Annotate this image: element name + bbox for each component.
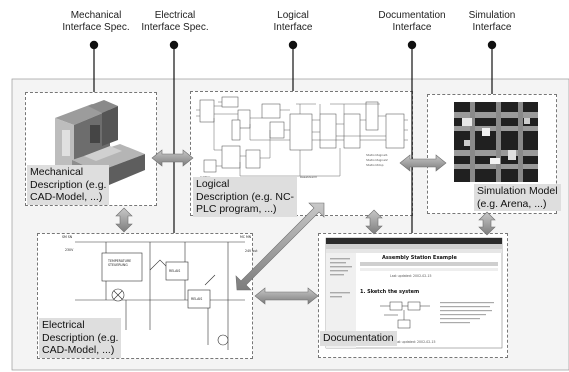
electrical-tiny-text: TEMPERATURE STEUERUNG RELAIS RELAIS SM S… (62, 235, 258, 301)
mechanical-description-label: Mechanical Description (e.g. CAD-Model, … (27, 165, 110, 205)
relay-block-2 (187, 289, 211, 309)
simulation-interface-dot (487, 40, 497, 50)
plc-block-diagram (199, 96, 405, 173)
connection-arrows (115, 149, 496, 305)
svg-text:StationSignal1: StationSignal1 (366, 153, 388, 157)
svg-text:ResetAlarm: ResetAlarm (300, 175, 317, 179)
simulation-interface-label: Simulation Interface (468, 10, 516, 33)
arrow-mech-electrical (115, 207, 133, 233)
electrical-description-label: Electrical Description (e.g. CAD-Model, … (39, 318, 122, 358)
doc-updated-top: Last updated: 2002-02-15 (390, 274, 432, 278)
svg-text:RELAIS: RELAIS (169, 269, 180, 273)
svg-text:24V out: 24V out (245, 249, 258, 253)
arrow-mech-logical (151, 149, 194, 167)
logical-interface-label: Logical Interface (273, 10, 313, 33)
arrow-logical-simulation (399, 154, 447, 172)
arrow-electrical-logical-diagonal (235, 202, 325, 291)
mechanical-interface-dot (89, 40, 99, 50)
svg-text:230V: 230V (65, 248, 74, 252)
svg-text:RELAIS: RELAIS (191, 297, 202, 301)
svg-text:StationSignal2: StationSignal2 (366, 158, 388, 162)
documentation-interface-dot (407, 40, 417, 50)
documentation-interface-label: Documentation Interface (378, 10, 446, 33)
svg-text:TEMPERATURE: TEMPERATURE (107, 259, 131, 263)
arrow-electrical-documentation (254, 287, 319, 305)
logical-interface-dot (288, 40, 298, 50)
documentation-description-label: Documentation (320, 331, 397, 346)
doc-updated-bottom: Last updated: 2002-02-15 (394, 340, 436, 344)
relay-block-1 (165, 261, 189, 281)
doc-page-title: Assembly Station Example (382, 255, 457, 261)
simulation-screen (454, 102, 538, 182)
temperature-control-block (101, 252, 143, 282)
arrow-logical-documentation (365, 209, 383, 235)
electrical-interface-label: Electrical Interface Spec. (141, 10, 209, 33)
svg-text:SM SN: SM SN (62, 235, 73, 239)
electrical-interface-dot (169, 40, 179, 50)
plc-wires (196, 101, 408, 177)
mechanical-interface-label: Mechanical Interface Spec. (62, 10, 130, 33)
arrow-simulation-documentation (478, 211, 496, 236)
svg-text:StationStop: StationStop (366, 163, 384, 167)
svg-text:MC MN: MC MN (240, 235, 252, 239)
doc-section-heading: 1. Sketch the system (360, 289, 419, 295)
electrical-components (101, 252, 229, 346)
interface-pins (89, 40, 497, 233)
svg-text:STEUERUNG: STEUERUNG (108, 263, 128, 267)
simulation-description-label: Simulation Model (e.g. Arena, ...) (474, 184, 561, 211)
logical-description-label: Logical Description (e.g. NC- PLC progra… (193, 177, 298, 217)
